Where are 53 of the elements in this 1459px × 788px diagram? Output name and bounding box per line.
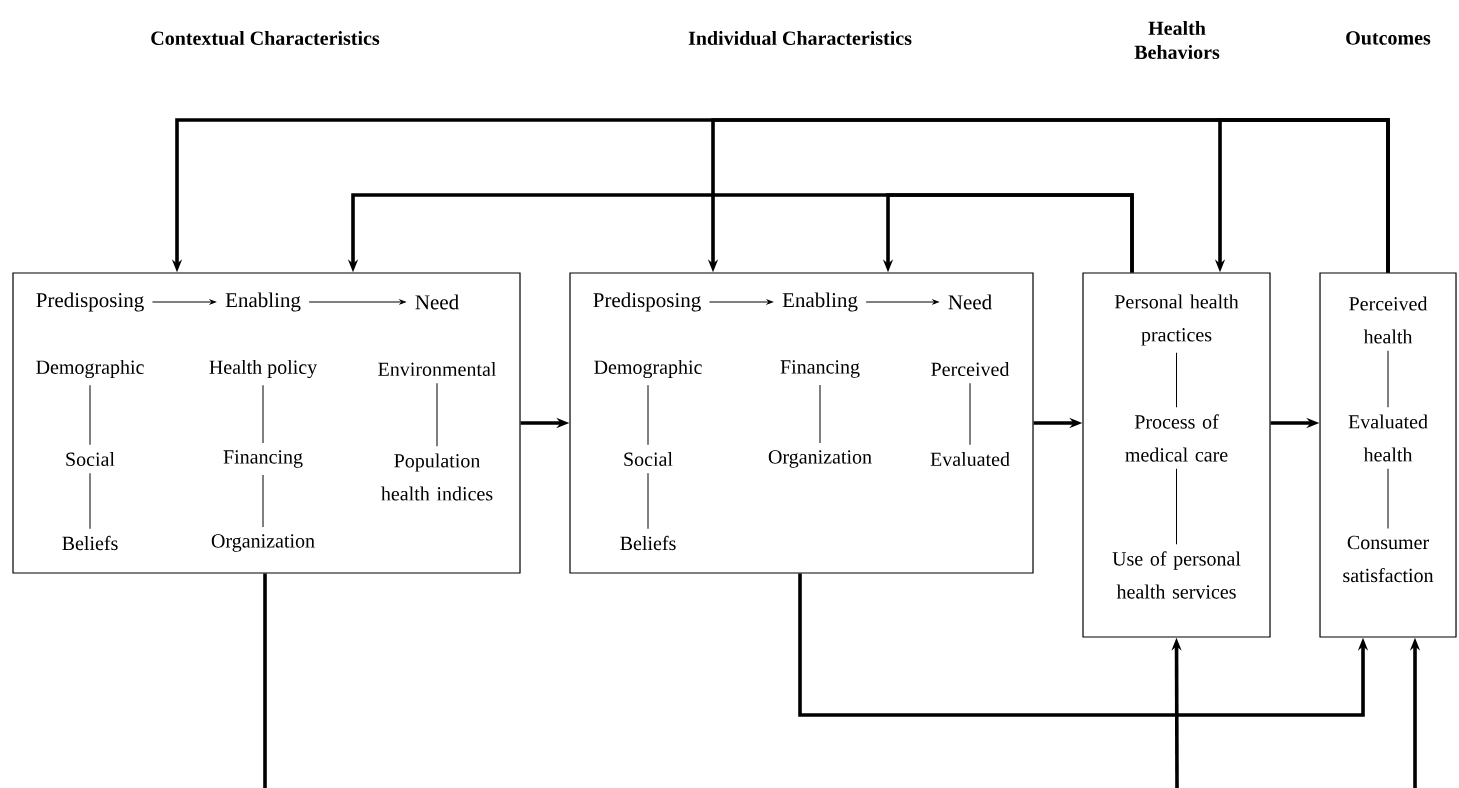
group-box [1319,272,1457,638]
factor-label: Beliefs [620,535,676,551]
factor-label: Demographic [36,359,144,379]
connector-line [89,472,91,530]
factor-label: Consumer satisfaction [1343,535,1434,583]
category-label: Predisposing [593,292,701,312]
factor-label: Organization [768,450,872,468]
connector-line [1387,468,1389,530]
arrow [151,299,216,305]
category-label: Need [948,294,992,310]
factor-label: Financing [780,360,860,378]
category-label: Predisposing [36,292,144,312]
factor-label: Health policy [209,359,318,379]
factor-label: Population health indices [381,453,493,501]
connector-line [262,384,264,444]
column-heading: Health Behaviors [1134,20,1220,60]
connector-line [647,384,649,446]
connector-line [89,384,91,446]
factor-label: Financing [223,450,303,468]
category-label: Enabling [782,292,858,312]
connector-line [969,382,971,446]
factor-label: Process of medical care [1125,414,1228,462]
factor-label: Perceived health [1349,296,1428,344]
connector-line [263,573,267,788]
connector-line [819,384,821,444]
connector-line [1176,468,1177,545]
factor-label: Social [66,451,115,467]
connector-line [1176,352,1177,408]
connector-line [647,472,649,530]
factor-label: Perceived [931,361,1010,377]
arrow [865,299,939,305]
connector-line [262,474,264,528]
factor-label: Evaluated [930,451,1010,467]
connector-line [1387,350,1389,408]
column-heading: Individual Characteristics [688,30,912,46]
factor-label: Beliefs [62,535,118,551]
column-heading: Outcomes [1346,31,1431,45]
connector-line [436,382,438,447]
factor-label: Organization [211,534,315,552]
arrow [708,299,773,305]
category-label: Need [415,294,459,310]
column-heading: Contextual Characteristics [151,30,380,46]
category-label: Enabling [225,292,301,312]
factor-label: Evaluated health [1348,414,1428,462]
group-box [569,272,1034,574]
factor-label: Environmental [378,361,497,377]
factor-label: Social [624,451,673,467]
factor-label: Use of personal health services [1112,551,1241,599]
factor-label: Demographic [594,359,702,379]
factor-label: Personal health practices [1114,294,1239,346]
group-box [12,272,521,574]
arrow [308,299,406,305]
group-box [1082,272,1271,638]
